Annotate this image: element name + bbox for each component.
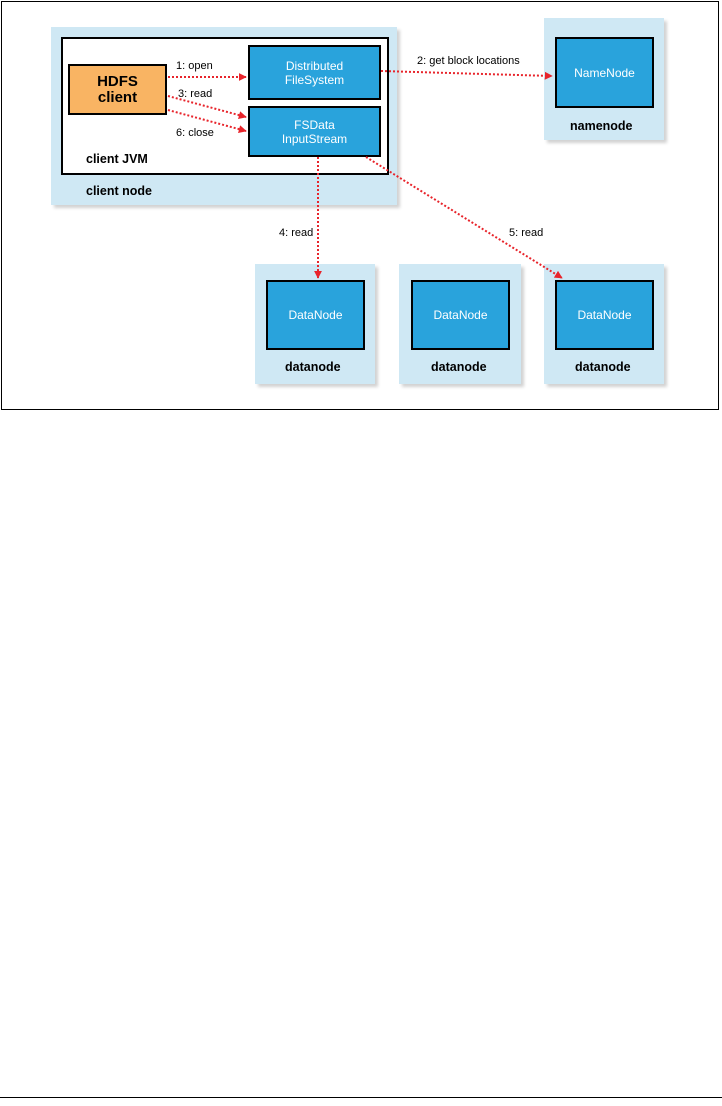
distributed-filesystem-box: Distributed FileSystem — [248, 45, 381, 100]
namenode-box-label: NameNode — [574, 65, 635, 80]
arrow-get-block-locations — [380, 70, 553, 80]
fsdata-line2: InputStream — [281, 131, 348, 146]
arrow-read-3 — [167, 95, 247, 119]
dfs-line1: Distributed — [285, 58, 344, 73]
datanode-box-1: DataNode — [266, 280, 365, 350]
fsdata-inputstream-box: FSData InputStream — [248, 106, 381, 157]
label-read-5: 5: read — [509, 227, 544, 239]
datanode-box-label-2: DataNode — [433, 308, 488, 322]
hdfs-client-box: HDFS client — [68, 64, 167, 115]
client-node-label: client node — [86, 184, 152, 198]
datanode-label-3: datanode — [575, 360, 631, 374]
arrow-close — [167, 109, 247, 133]
datanode-label-2: datanode — [431, 360, 487, 374]
hdfs-client-line1: HDFS — [97, 72, 138, 90]
label-get-block-locations: 2: get block locations — [417, 55, 520, 67]
hdfs-client-line2: client — [97, 88, 138, 106]
namenode-label: namenode — [570, 119, 633, 133]
datanode-label-1: datanode — [285, 360, 341, 374]
namenode-box: NameNode — [555, 37, 654, 108]
datanode-box-label-3: DataNode — [577, 308, 632, 322]
dfs-line2: FileSystem — [284, 72, 345, 87]
label-read-3: 3: read — [178, 88, 213, 100]
label-read-4: 4: read — [279, 227, 314, 239]
arrow-read-5 — [365, 156, 563, 279]
datanode-box-3: DataNode — [555, 280, 654, 350]
label-close: 6: close — [176, 127, 214, 139]
footer-rule — [0, 1097, 722, 1098]
client-jvm-label: client JVM — [86, 152, 148, 166]
fsdata-line1: FSData — [294, 117, 335, 132]
datanode-box-2: DataNode — [411, 280, 510, 350]
label-open: 1: open — [176, 60, 213, 72]
arrows-layer — [167, 70, 563, 279]
datanode-box-label-1: DataNode — [288, 308, 343, 322]
